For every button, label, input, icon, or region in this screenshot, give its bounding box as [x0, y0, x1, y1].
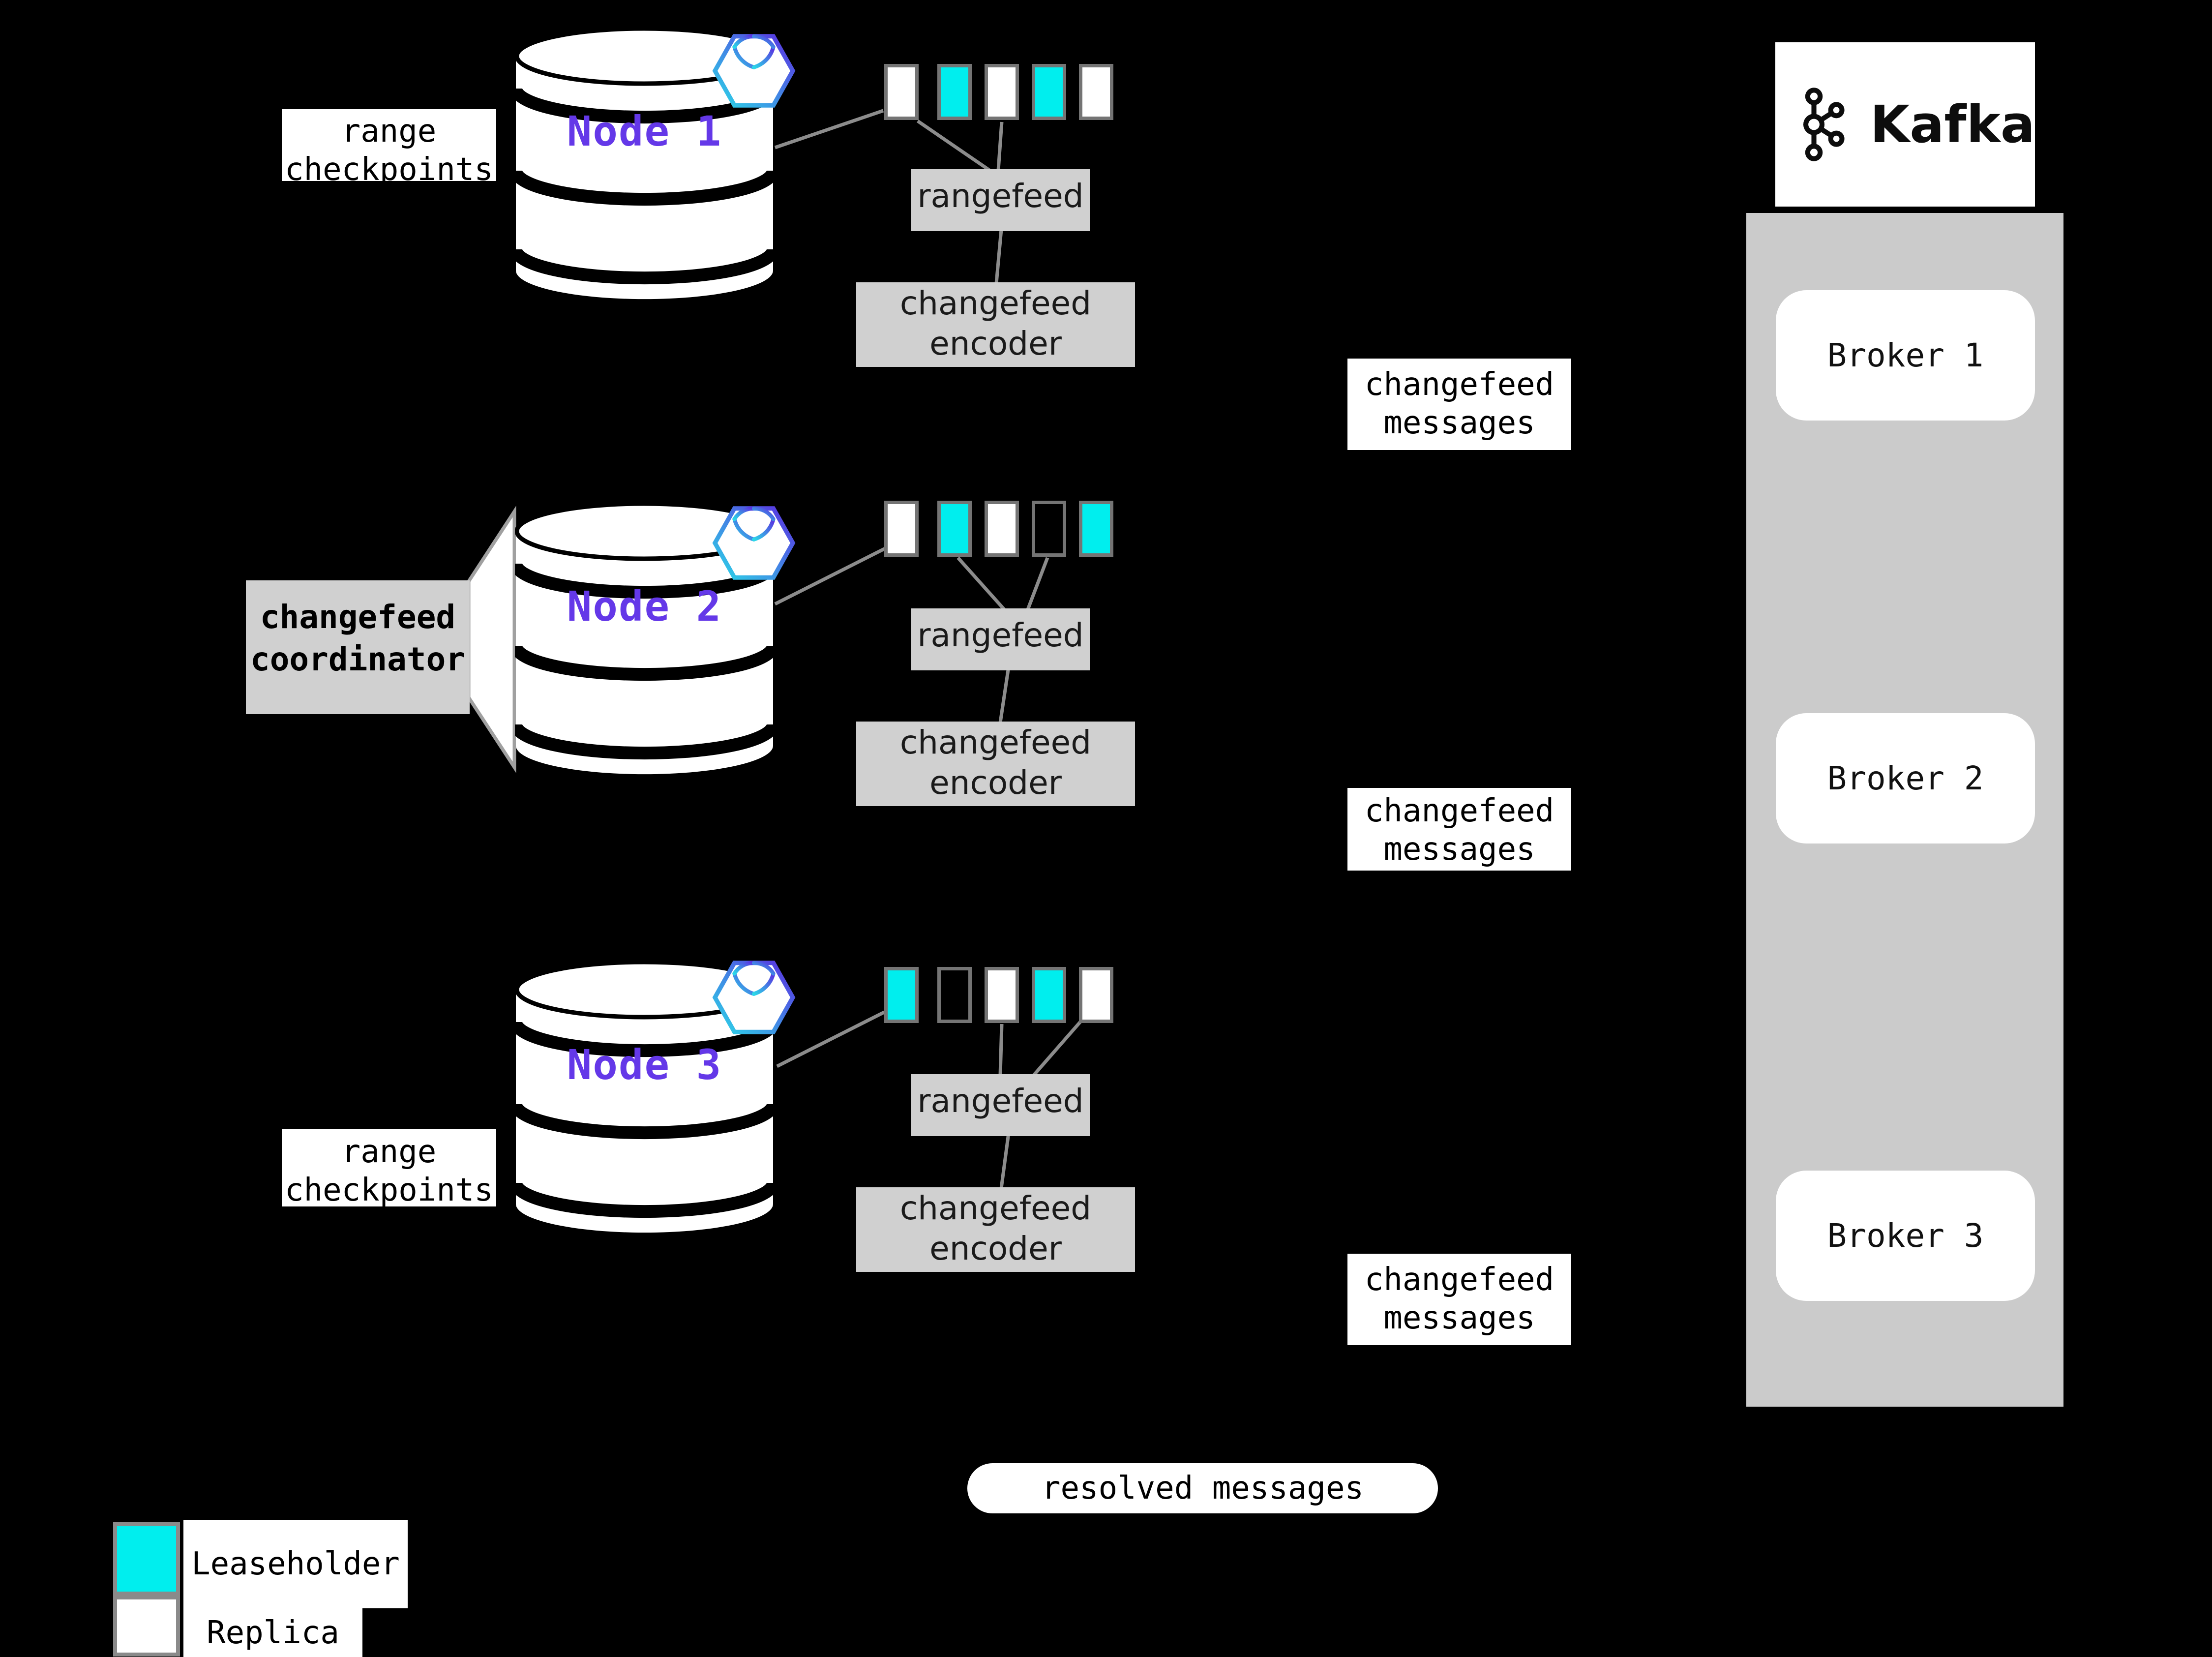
changefeed-coordinator-box: changefeed coordinator: [246, 580, 470, 714]
node-1-label: Node 1: [567, 107, 722, 155]
range-rect: [1079, 967, 1113, 1023]
legend-replica-swatch: [113, 1596, 180, 1657]
broker-1: Broker 1: [1776, 290, 2035, 421]
changefeed-encoder-box-3: changefeed encoder: [856, 1187, 1135, 1272]
legend-leaseholder-label: Leaseholder: [183, 1520, 408, 1608]
range-rect: [1032, 501, 1066, 557]
range-rect: [937, 967, 972, 1023]
range-rect: [937, 501, 972, 557]
range-rect: [985, 64, 1019, 120]
kafka-logo-icon: [1803, 88, 1845, 161]
cockroachdb-logo-icon: [712, 34, 796, 108]
broker-1-label: Broker 1: [1827, 336, 1984, 374]
broker-2-label: Broker 2: [1827, 759, 1984, 797]
changefeed-messages-label-1: changefeed messages: [1347, 359, 1571, 450]
range-rect: [1032, 64, 1066, 120]
rangefeed-box-1: rangefeed: [911, 169, 1090, 231]
kafka-logo-box: Kafka: [1775, 42, 2035, 207]
range-rect: [937, 64, 972, 120]
range-rect: [985, 501, 1019, 557]
range-rect: [1079, 501, 1113, 557]
cockroachdb-logo-icon: [712, 961, 796, 1034]
changefeed-encoder-box-2: changefeed encoder: [856, 722, 1135, 806]
changefeed-encoder-box-1: changefeed encoder: [856, 282, 1135, 367]
cockroachdb-logo-icon: [712, 506, 796, 580]
range-checkpoints-label-bottom: range checkpoints: [282, 1129, 496, 1206]
range-rect: [1032, 967, 1066, 1023]
range-rect: [1079, 64, 1113, 120]
range-rect: [884, 967, 919, 1023]
node-2-label: Node 2: [567, 582, 722, 631]
changefeed-messages-label-2: changefeed messages: [1347, 788, 1571, 871]
kafka-title: Kafka: [1870, 94, 2035, 154]
broker-2: Broker 2: [1776, 713, 2035, 844]
rangefeed-box-2: rangefeed: [911, 608, 1090, 670]
resolved-messages-pill: resolved messages: [967, 1463, 1438, 1513]
range-rect: [884, 501, 919, 557]
node-3-cylinder: [515, 960, 774, 1233]
legend-leaseholder-swatch: [113, 1522, 180, 1596]
changefeed-messages-label-3: changefeed messages: [1347, 1254, 1571, 1345]
gray-connector-lines: [774, 109, 1083, 1189]
legend-replica-label: Replica: [183, 1608, 362, 1657]
broker-3-label: Broker 3: [1827, 1217, 1984, 1255]
rangefeed-box-3: rangefeed: [911, 1074, 1090, 1136]
range-checkpoints-label-top: range checkpoints: [282, 109, 496, 181]
coordinator-flap: [467, 506, 516, 773]
node-3-label: Node 3: [567, 1041, 722, 1089]
range-rect: [884, 64, 919, 120]
broker-3: Broker 3: [1776, 1171, 2035, 1301]
range-rect: [985, 967, 1019, 1023]
node-2-cylinder: [515, 501, 774, 775]
node-1-cylinder: [515, 26, 774, 300]
